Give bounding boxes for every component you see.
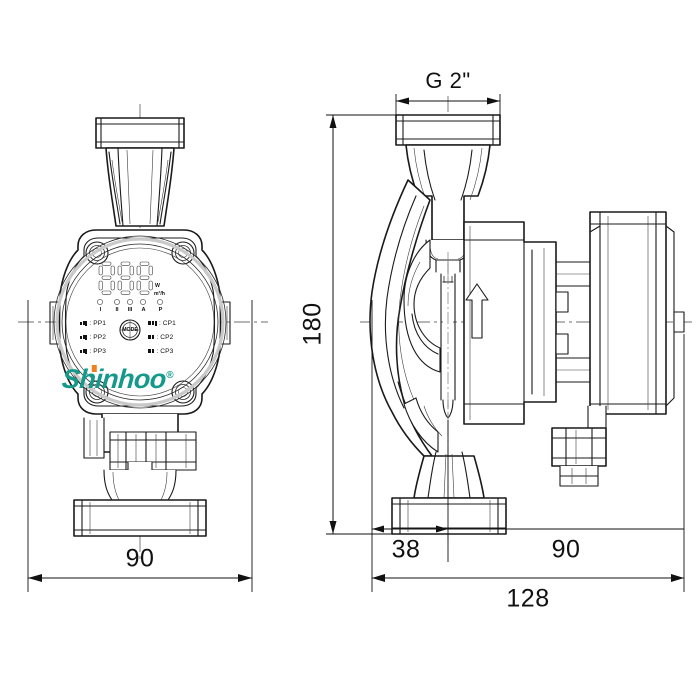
side-volute-casing [369,179,443,457]
display-digit-2 [117,261,134,295]
display-digit-1 [98,261,115,295]
brand-logo-text: Shinhoo [60,364,167,394]
side-depth-dimensions: 38 90 128 [371,300,685,613]
side-base-leg [391,451,507,535]
mode-legend-pp2: : PP2 [80,334,106,341]
registered-mark: ® [166,370,173,381]
mode-legend-pp1: : PP1 [80,320,106,327]
dim-total-depth: 128 [506,585,549,613]
seven-segment-display [98,261,153,295]
led-label-p: P [158,307,163,313]
mode-legend-cp2-text: : CP2 [156,334,174,341]
mode-button[interactable] [119,319,141,341]
side-cable-gland [551,405,607,487]
front-base-flange [73,469,207,537]
side-terminal-box [551,211,685,487]
front-top-flange [95,117,185,149]
mode-legend-cp2: : CP2 [148,334,173,341]
dim-depth-front: 38 [392,536,421,564]
side-height-dimension: 180 [299,114,398,535]
led-label-2: II [115,307,119,313]
dim-thread: G 2" [425,68,470,93]
flow-direction-arrow-icon [465,283,489,339]
mode-legend-cp3-text: : CP3 [156,348,174,355]
dim-depth-rear: 90 [552,536,581,564]
brand-logo: Shinhoo® [61,364,174,395]
dim-front-width: 90 [126,545,155,573]
front-motor-housing [49,229,231,415]
display-unit-flow: m³/h [154,291,165,297]
display-unit-w: W [155,283,160,289]
mode-legend-pp3: : PP3 [80,348,106,355]
mode-legend-pp1-text: : PP1 [89,320,107,327]
mode-legend-cp1: : CP1 [148,320,176,327]
led-indicators [97,299,163,305]
front-width-dimension: 90 [27,300,253,592]
side-motor-barrel [463,221,591,425]
side-shaft-section [440,252,456,420]
led-label-a: A [141,307,146,313]
side-top-flange [395,114,501,146]
led-label-1: I [99,307,102,313]
logo-accent-dot [91,365,97,372]
front-cover-ring [55,237,225,407]
side-section-view: G 2" 180 38 [299,68,692,613]
dim-side-height: 180 [299,302,327,345]
mode-legend-cp3: : CP3 [148,348,173,355]
mode-legend-cp1-text: : CP1 [158,320,176,327]
mode-button-label: MODE [122,327,138,333]
mode-legend-pp3-text: : PP3 [89,348,107,355]
display-digit-3 [136,261,153,295]
thread-dimension: G 2" [395,68,501,118]
led-label-3: III [127,307,133,313]
front-neck [105,147,175,227]
mode-legend-pp2-text: : PP2 [89,334,107,341]
control-panel-graphics [97,261,163,341]
front-view: 90 [18,104,268,592]
